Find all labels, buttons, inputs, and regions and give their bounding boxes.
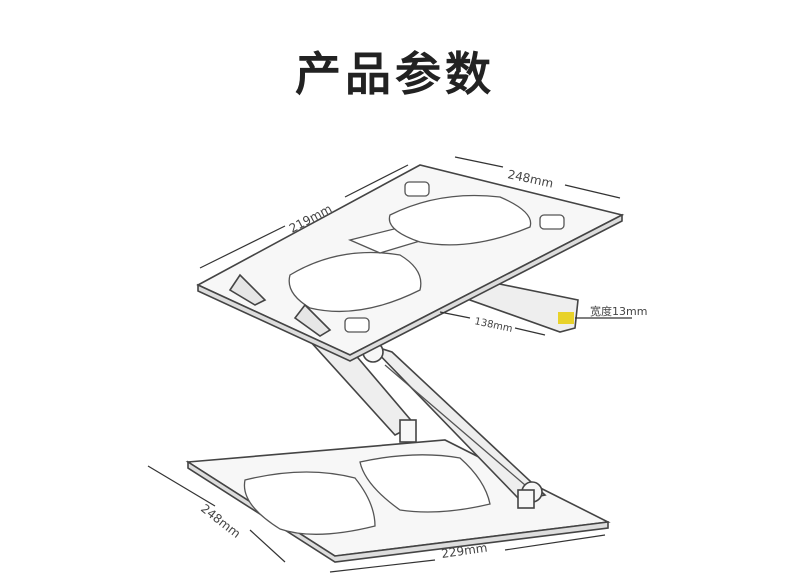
slot-width-label: 宽度13mm [590, 304, 647, 318]
base-width-label: 229mm [440, 541, 488, 561]
base-depth-label: 248mm [198, 501, 243, 541]
top-length-label: 248mm [506, 167, 554, 190]
base-plate [185, 439, 611, 563]
support-arms [298, 324, 547, 509]
top-plate [196, 164, 625, 362]
dimension-lines [147, 156, 621, 573]
slot-highlight [558, 312, 574, 324]
page-title: 产品参数 [295, 47, 495, 101]
slot-length-label: 138mm [473, 316, 513, 335]
